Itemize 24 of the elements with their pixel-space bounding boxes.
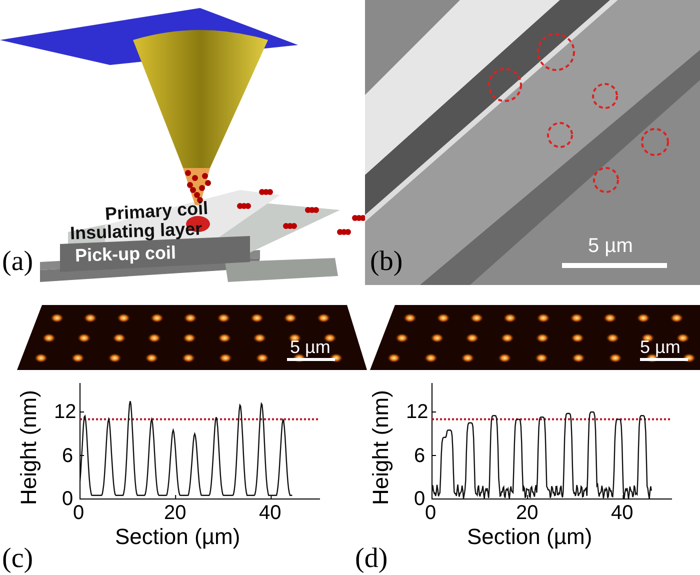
tick-label: 40 [611, 503, 634, 523]
tick-label: 20 [164, 503, 186, 523]
tick-label: 20 [516, 503, 538, 523]
tick-label: 12 [406, 402, 428, 422]
tick-label: 12 [54, 402, 76, 422]
scale-label: 5 µm [588, 236, 633, 256]
panel-label: (d) [355, 545, 388, 573]
scale-label: 5 µm [290, 338, 330, 356]
panel-label: (b) [370, 248, 403, 276]
axis-title: Height (nm) [370, 390, 392, 505]
scale-label: 5 µm [640, 338, 680, 356]
axis-title: Section (µm) [467, 526, 592, 548]
panel-label: (a) [2, 248, 34, 276]
tick-label: 0 [62, 489, 74, 509]
tick-label: 0 [414, 489, 426, 509]
part-label: Pick-up coil [74, 244, 176, 264]
axis-title: Height (nm) [18, 390, 40, 505]
panel-label: (c) [2, 545, 34, 573]
tick-label: 6 [62, 446, 74, 466]
tick-label: 0 [73, 503, 84, 523]
axis-title: Section (µm) [115, 526, 240, 548]
tick-label: 0 [425, 503, 436, 523]
tick-label: 40 [259, 503, 282, 523]
tick-label: 6 [414, 446, 426, 466]
